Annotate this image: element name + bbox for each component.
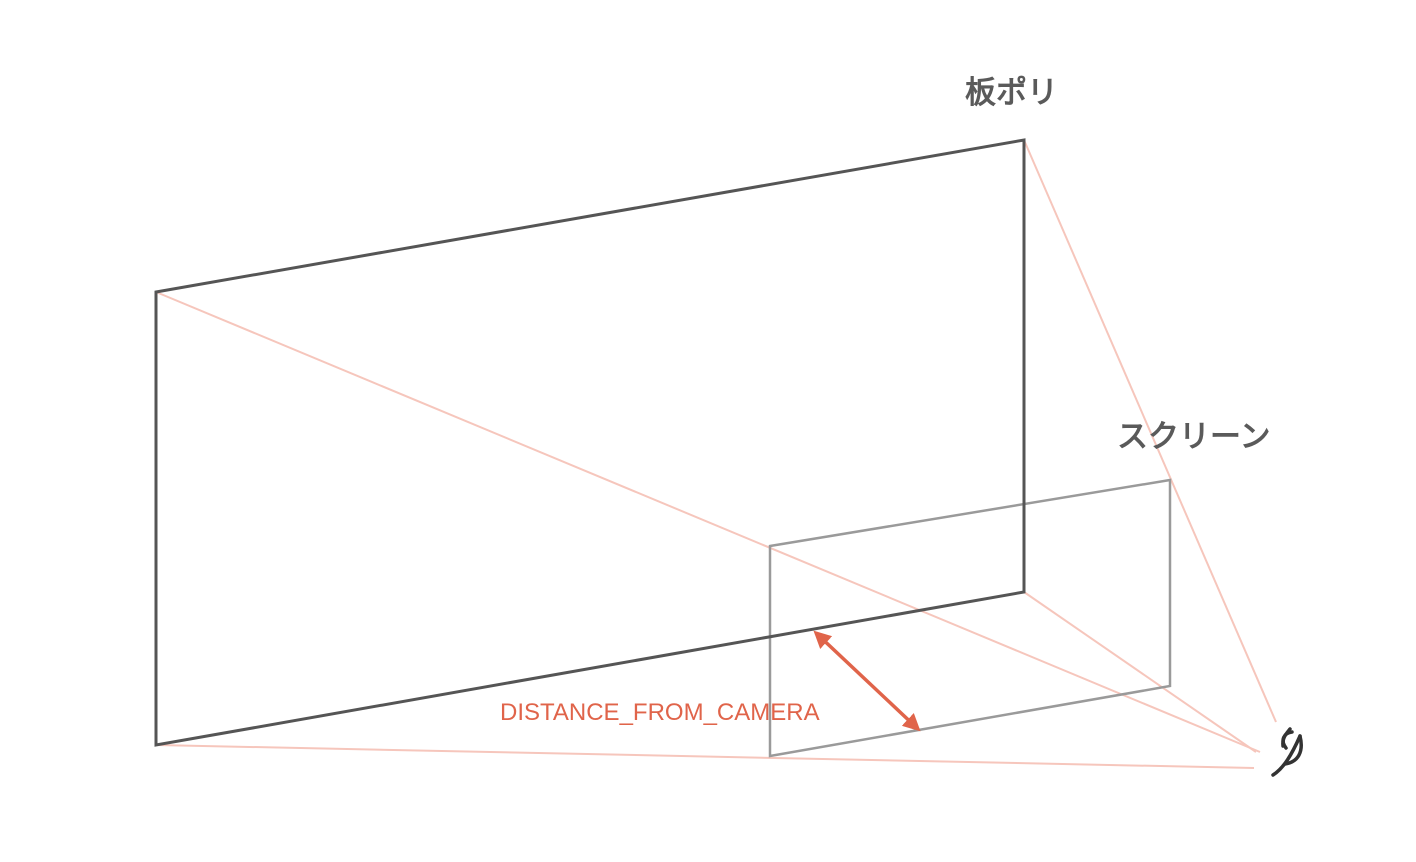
screen-label: スクリーン (1117, 419, 1270, 455)
projection-line-top-left (155, 291, 1261, 753)
board-polygon-plane (154, 138, 1026, 747)
board-polygon-label: 板ポリ (965, 75, 1058, 111)
projection-line-bottom-left (155, 744, 1255, 769)
distance-arrow (813, 630, 921, 732)
projection-line-top-right (1023, 139, 1277, 723)
screen-plane (768, 478, 1172, 758)
projection-line-bottom-right (1023, 591, 1257, 753)
eye-icon (1271, 727, 1303, 777)
distance-label: DISTANCE_FROM_CAMERA (500, 699, 820, 726)
projection-lines (155, 139, 1277, 769)
